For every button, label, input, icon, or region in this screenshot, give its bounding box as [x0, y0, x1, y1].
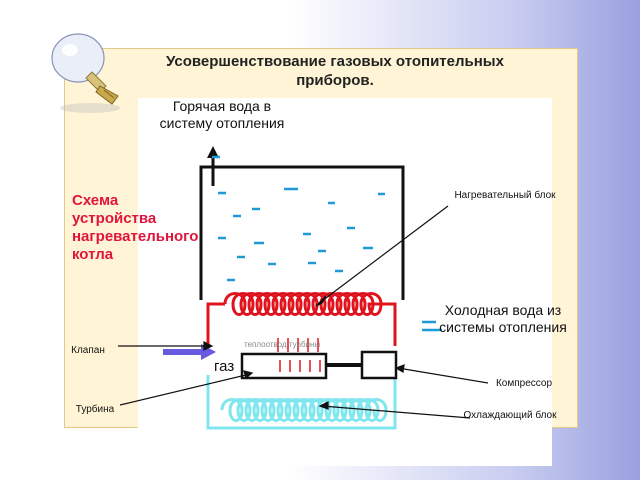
turbine-box: [240, 352, 328, 380]
hot-water-label: Горячая вода в систему отопления: [159, 98, 285, 131]
slide-title: Усовершенствование газовых отопительных …: [166, 53, 504, 89]
compressor-box: [360, 350, 398, 380]
cooling-block-label: Охлаждающий блок: [463, 410, 557, 421]
heat-transfer-arrows: [277, 338, 319, 352]
compressor-label: Компрессор: [495, 378, 553, 389]
heating-block-label: Нагревательный блок: [454, 190, 556, 201]
heat-pump-turbine-label: теплоотвод турбины: [244, 340, 321, 349]
scheme-label: Схема устройства нагревательного котла: [72, 192, 199, 263]
cooling-coil: [206, 375, 397, 430]
water-dashes: [212, 155, 442, 332]
gas-label: газ: [214, 358, 235, 375]
hot-water-arrow: [207, 146, 219, 186]
heating-coil: [206, 292, 397, 346]
callout-lines: [118, 205, 489, 419]
valve-label: Клапан: [71, 345, 105, 356]
turbine-label: Турбина: [75, 404, 115, 415]
lightbulb-icon: [51, 33, 120, 113]
turbine-blades: [279, 360, 321, 372]
cold-water-label: Холодная вода из системы отопления: [439, 302, 567, 335]
boiler-walls: [199, 165, 405, 300]
